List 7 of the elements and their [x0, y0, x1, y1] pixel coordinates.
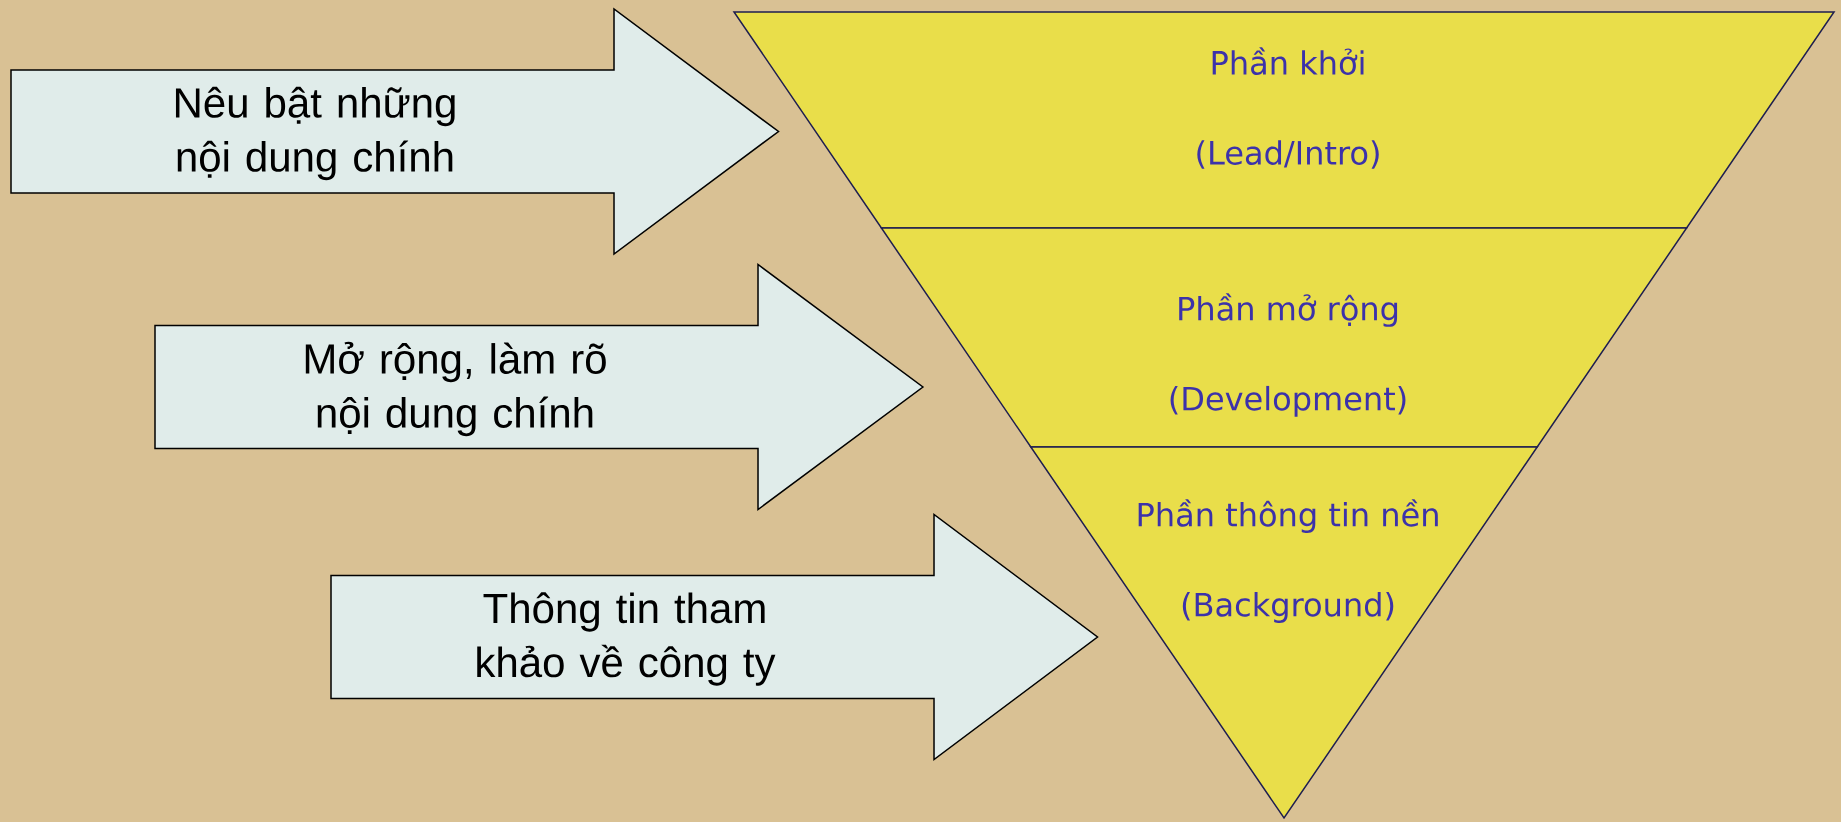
block-arrow [10, 7, 780, 256]
edge-label: Nêu bật những nội dung chính [175, 86, 455, 181]
block-arrow [154, 263, 925, 511]
funnel-band: Phần mở rộng (Development) [880, 227, 1689, 448]
edge-label: Mở rộng, làm rõ nội dung chính [305, 341, 606, 437]
edge-label: Thông tin tham khảo về công ty [477, 592, 776, 686]
block-arrow [330, 513, 1099, 761]
